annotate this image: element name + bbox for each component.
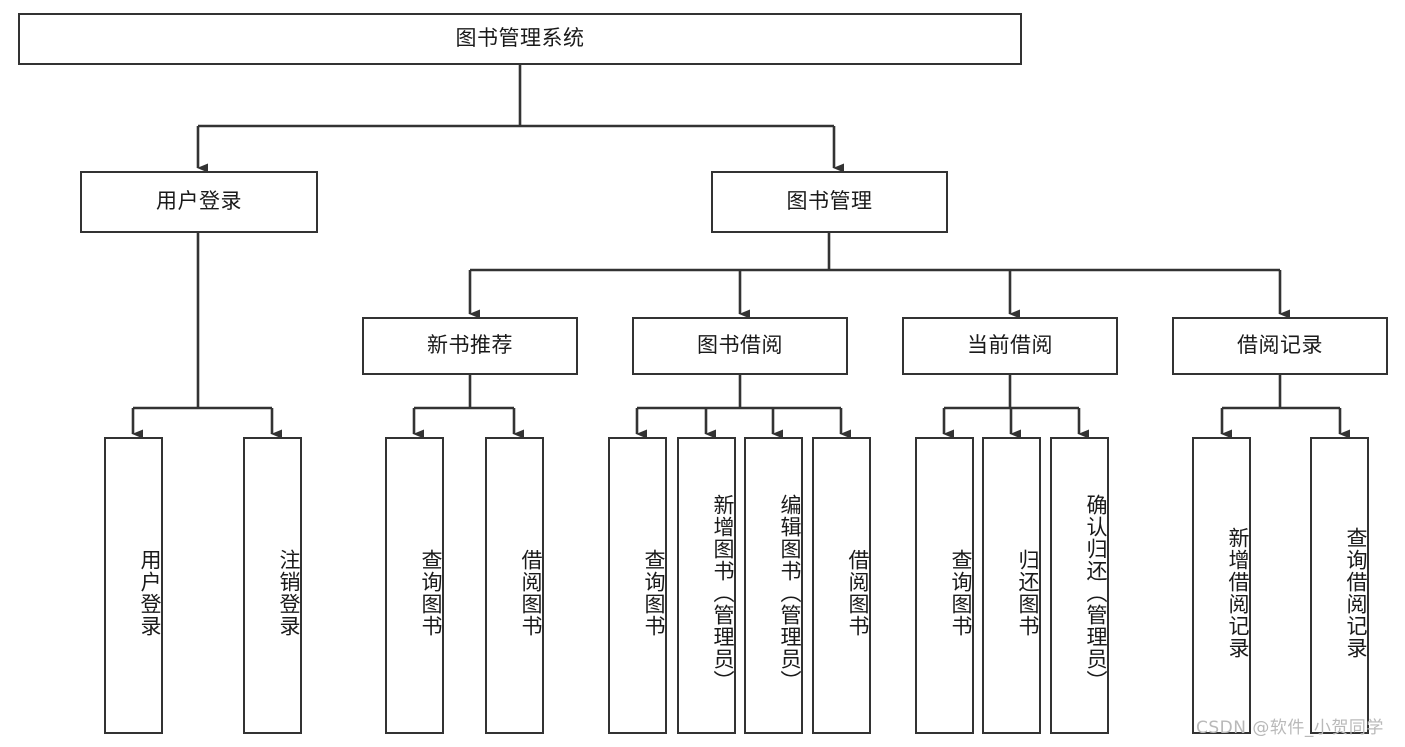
node-label: 借阅图书 xyxy=(519,548,543,637)
csdn-watermark: CSDN @软件_小贺同学 xyxy=(1196,718,1384,738)
node-book-borrow[interactable]: 图书借阅 xyxy=(632,317,848,375)
leaf-current-return-book[interactable]: 归还图书 xyxy=(982,437,1041,734)
leaf-borrow-edit-book-admin[interactable]: 编辑图书（管理员） xyxy=(744,437,803,734)
leaf-record-add-record[interactable]: 新增借阅记录 xyxy=(1192,437,1251,734)
leaf-borrow-query-book[interactable]: 查询图书 xyxy=(608,437,667,734)
leaf-borrow-add-book-admin[interactable]: 新增图书（管理员） xyxy=(677,437,736,734)
node-label: 新增借阅记录 xyxy=(1226,526,1250,659)
node-borrow-record[interactable]: 借阅记录 xyxy=(1172,317,1388,375)
leaf-current-confirm-return-admin[interactable]: 确认归还（管理员） xyxy=(1050,437,1109,734)
node-label: 确认归还（管理员） xyxy=(1084,493,1108,692)
leaf-user-login-signout[interactable]: 注销登录 xyxy=(243,437,302,734)
node-label: 图书管理系统 xyxy=(455,26,585,51)
node-root-library-system[interactable]: 图书管理系统 xyxy=(18,13,1022,65)
node-label: 新增图书（管理员） xyxy=(711,493,735,692)
node-label: 用户登录 xyxy=(138,548,162,637)
node-label: 查询图书 xyxy=(949,548,973,637)
node-book-management[interactable]: 图书管理 xyxy=(711,171,948,233)
node-label: 编辑图书（管理员） xyxy=(778,493,802,692)
node-label: 借阅记录 xyxy=(1237,333,1323,358)
node-label: 借阅图书 xyxy=(846,548,870,637)
leaf-recommend-borrow-book[interactable]: 借阅图书 xyxy=(485,437,544,734)
node-user-login[interactable]: 用户登录 xyxy=(80,171,318,233)
node-new-book-recommend[interactable]: 新书推荐 xyxy=(362,317,578,375)
node-label: 查询图书 xyxy=(419,548,443,637)
leaf-borrow-borrow-book[interactable]: 借阅图书 xyxy=(812,437,871,734)
leaf-recommend-query-book[interactable]: 查询图书 xyxy=(385,437,444,734)
leaf-user-login-signin[interactable]: 用户登录 xyxy=(104,437,163,734)
leaf-record-query-record[interactable]: 查询借阅记录 xyxy=(1310,437,1369,734)
node-label: 用户登录 xyxy=(156,189,242,214)
node-label: 查询图书 xyxy=(642,548,666,637)
node-current-borrow[interactable]: 当前借阅 xyxy=(902,317,1118,375)
node-label: 图书借阅 xyxy=(697,333,783,358)
leaf-current-query-book[interactable]: 查询图书 xyxy=(915,437,974,734)
node-label: 查询借阅记录 xyxy=(1344,526,1368,659)
node-label: 归还图书 xyxy=(1016,548,1040,637)
node-label: 新书推荐 xyxy=(427,333,513,358)
node-label: 图书管理 xyxy=(786,189,873,214)
node-label: 注销登录 xyxy=(277,548,301,637)
node-label: 当前借阅 xyxy=(967,333,1053,358)
